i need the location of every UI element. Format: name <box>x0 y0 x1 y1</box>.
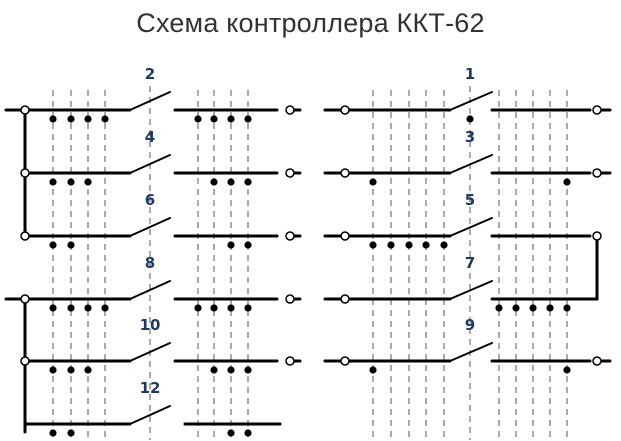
left-contact-dot <box>84 304 92 312</box>
right-node-in-9[interactable] <box>340 356 350 366</box>
left-contact-dot <box>244 115 252 123</box>
left-contact-dot <box>67 366 75 374</box>
left-contact-dot <box>49 366 57 374</box>
left-node-in-2[interactable] <box>20 105 30 115</box>
right-contact-dot <box>495 304 503 312</box>
left-contact-dot <box>67 241 75 249</box>
left-contact-dot <box>210 366 218 374</box>
left-switch-blade-10 <box>129 342 171 362</box>
left-contact-dot <box>49 304 57 312</box>
right-contact-label-7: 7 <box>465 254 475 272</box>
left-contact-dot <box>101 304 109 312</box>
right-contact-dot <box>466 115 474 123</box>
left-switch-blade-2 <box>129 91 171 111</box>
contact-dots <box>49 115 571 437</box>
right-node-in-1[interactable] <box>340 105 350 115</box>
left-node-in-10[interactable] <box>20 356 30 366</box>
left-contact-label-8: 8 <box>145 254 155 272</box>
right-switch-blade-3 <box>449 154 493 174</box>
right-contact-label-5: 5 <box>465 191 475 209</box>
right-contact-dot <box>387 241 395 249</box>
left-contact-dot <box>244 241 252 249</box>
right-contact-label-3: 3 <box>465 128 475 146</box>
left-contact-dot <box>84 115 92 123</box>
left-contact-dot <box>227 429 235 437</box>
right-node-out-9[interactable] <box>592 356 602 366</box>
right-contact-dot <box>563 178 571 186</box>
left-contact-dot <box>49 115 57 123</box>
left-contact-dot <box>244 366 252 374</box>
right-node-out-1[interactable] <box>592 105 602 115</box>
left-contact-dot <box>194 304 202 312</box>
left-contact-dot <box>244 304 252 312</box>
left-contact-dot <box>244 178 252 186</box>
left-node-out-8[interactable] <box>285 294 295 304</box>
right-contact-dot <box>546 304 554 312</box>
right-contact-dot <box>563 366 571 374</box>
left-contact-label-2: 2 <box>145 65 155 83</box>
left-contact-dot <box>210 178 218 186</box>
left-contact-dot <box>67 115 75 123</box>
right-switch-blade-1 <box>449 91 493 111</box>
right-contact-dot <box>369 178 377 186</box>
left-contact-dot <box>227 178 235 186</box>
left-contact-dot <box>210 304 218 312</box>
left-contact-dot <box>227 241 235 249</box>
left-contact-dot <box>194 115 202 123</box>
left-node-out-4[interactable] <box>285 168 295 178</box>
right-contact-dot <box>563 304 571 312</box>
left-node-out-2[interactable] <box>285 105 295 115</box>
position-dashed-lines <box>52 86 568 440</box>
right-contact-dot <box>512 304 520 312</box>
left-contact-dot <box>49 429 57 437</box>
right-switch-blade-9 <box>449 342 493 362</box>
left-switch-blade-12 <box>129 405 171 425</box>
right-contact-dot <box>369 241 377 249</box>
right-node-out-5[interactable] <box>592 231 602 241</box>
left-contact-label-6: 6 <box>145 191 155 209</box>
right-node-in-3[interactable] <box>340 168 350 178</box>
left-contact-dot <box>227 304 235 312</box>
right-node-in-5[interactable] <box>340 231 350 241</box>
right-switch-blade-7 <box>449 280 493 300</box>
left-contact-dot <box>67 178 75 186</box>
left-node-in-6[interactable] <box>20 231 30 241</box>
right-switch-blade-5 <box>449 217 493 237</box>
left-contact-dot <box>84 178 92 186</box>
left-contact-dot <box>67 429 75 437</box>
left-node-out-10[interactable] <box>285 356 295 366</box>
left-contact-dot <box>49 178 57 186</box>
right-contact-dot <box>422 241 430 249</box>
diagram-title: Схема контроллера ККТ-62 <box>136 8 485 38</box>
left-switch-blade-6 <box>129 217 171 237</box>
right-contact-dot <box>369 366 377 374</box>
left-contact-dot <box>244 429 252 437</box>
left-switch-blade-8 <box>129 280 171 300</box>
left-contact-dot <box>84 366 92 374</box>
left-contact-label-10: 10 <box>140 316 161 334</box>
wires <box>4 91 612 434</box>
right-contact-label-1: 1 <box>465 65 475 83</box>
left-switch-blade-4 <box>129 154 171 174</box>
left-contact-label-12: 12 <box>140 379 161 397</box>
left-contact-dot <box>67 304 75 312</box>
left-contact-label-4: 4 <box>145 128 155 146</box>
right-node-in-7[interactable] <box>340 294 350 304</box>
left-node-in-4[interactable] <box>20 168 30 178</box>
right-contact-dot <box>529 304 537 312</box>
left-contact-dot <box>101 115 109 123</box>
right-contact-dot <box>405 241 413 249</box>
right-node-out-3[interactable] <box>592 168 602 178</box>
right-contact-dot <box>440 241 448 249</box>
left-contact-dot <box>210 115 218 123</box>
contact-labels: 2 4 6 8 10 12 1 3 5 7 9 <box>140 65 476 397</box>
left-contact-dot <box>227 366 235 374</box>
left-contact-dot <box>49 241 57 249</box>
right-contact-label-9: 9 <box>465 316 475 334</box>
left-node-out-6[interactable] <box>285 231 295 241</box>
left-contact-dot <box>227 115 235 123</box>
left-node-in-8[interactable] <box>20 294 30 304</box>
terminal-nodes <box>20 105 602 366</box>
